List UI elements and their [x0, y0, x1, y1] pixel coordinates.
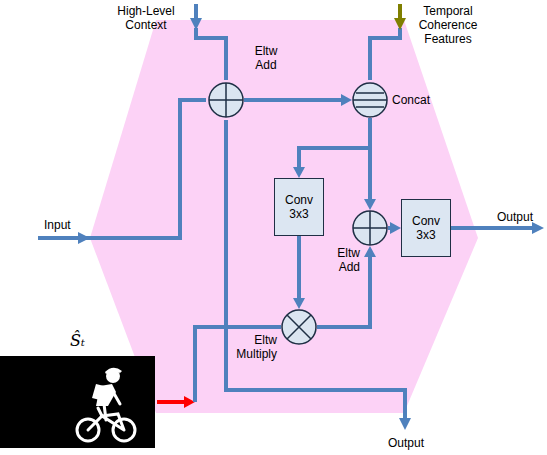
context-wire — [196, 28, 226, 80]
circle-symbol — [281, 309, 317, 345]
input-label: Input — [44, 218, 84, 232]
arrow-head — [190, 18, 202, 30]
eltw-multiply-circle: Eltw Multiply — [281, 309, 317, 345]
operation-label: Eltw Add — [320, 246, 360, 274]
output-label: Output — [497, 210, 543, 224]
circle-symbol — [352, 82, 388, 118]
conv-label: Conv 3x3 — [275, 193, 323, 221]
operation-label: Concat — [392, 93, 442, 107]
input-wire — [86, 100, 206, 238]
temporal-stub — [398, 4, 402, 20]
circle-symbol — [208, 82, 244, 118]
arrow-head — [394, 18, 406, 30]
connector-arrow — [244, 94, 352, 106]
temporal-wire — [370, 28, 400, 80]
eltw-add-circle: Eltw Add — [208, 82, 244, 118]
conv-box: Conv 3x3 — [401, 199, 451, 257]
connector-arrow — [388, 222, 401, 234]
operation-label: Eltw Multiply — [231, 333, 277, 361]
connector-arrow — [317, 246, 376, 327]
cyclist-silhouette — [0, 356, 155, 448]
connector-arrow — [157, 327, 281, 408]
input-label: Temporal Coherence Features — [412, 4, 484, 46]
conv-box: Conv 3x3 — [274, 178, 324, 236]
context-stub — [194, 4, 198, 20]
concat-circle: Concat — [352, 82, 388, 118]
conv-label: Conv 3x3 — [402, 214, 450, 242]
bottom-output-wire — [226, 120, 405, 420]
connector-arrow — [364, 118, 376, 210]
connector-arrow — [293, 236, 305, 309]
module-hexagon — [90, 20, 478, 413]
saliency-image: Ŝₜ — [0, 356, 155, 448]
arrow-head — [78, 232, 90, 244]
input-label: High-Level Context — [104, 4, 188, 32]
arrow-head — [532, 222, 544, 234]
eltw-add-circle: Eltw Add — [352, 210, 388, 246]
circle-symbol — [352, 210, 388, 246]
right-output-wire — [449, 226, 534, 230]
output-label: Output — [386, 436, 426, 450]
connector-arrow — [293, 118, 370, 178]
image-label: Ŝₜ — [0, 331, 155, 351]
input-stub — [38, 236, 80, 240]
operation-label: Eltw Add — [244, 44, 288, 72]
arrow-head — [399, 418, 411, 430]
